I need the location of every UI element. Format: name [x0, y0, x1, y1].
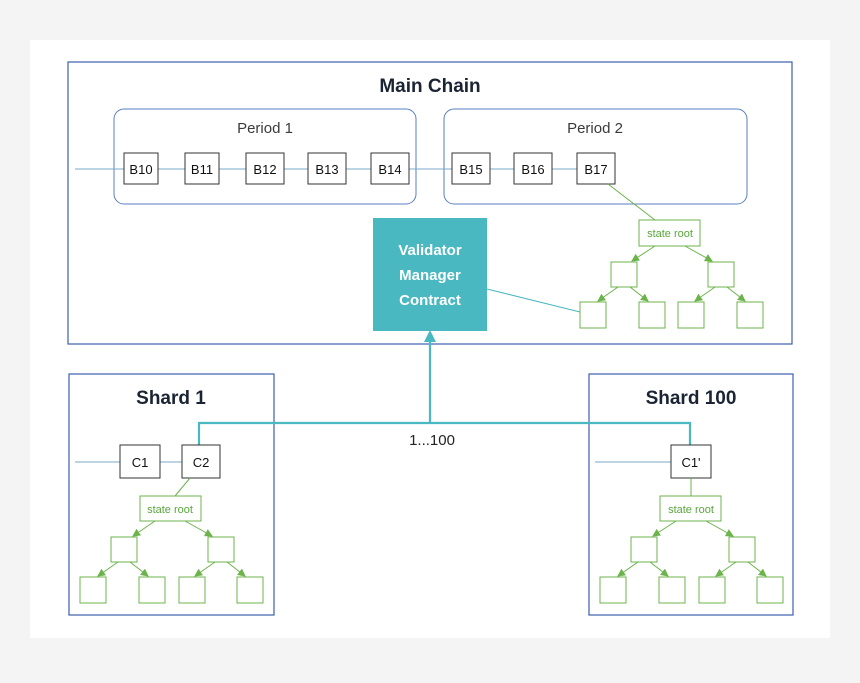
tree-node [707, 261, 735, 288]
c2-to-state-root [174, 477, 191, 497]
tree-edge [726, 286, 746, 302]
tree-edge [597, 286, 619, 302]
tree-edge [617, 561, 639, 577]
tree-leaf [638, 301, 666, 329]
block-b15 [451, 152, 491, 185]
block-c2-label: C2 [193, 455, 210, 470]
vmc-line-2: Manager [399, 267, 461, 284]
tree-edge [747, 561, 767, 577]
block-b10-label: B10 [129, 162, 152, 177]
shard-1-title: Shard 1 [136, 388, 206, 409]
tree-leaf [677, 301, 705, 329]
shard-1-state-tree [79, 477, 264, 604]
tree-edge [194, 561, 216, 577]
tree-leaf [756, 576, 784, 604]
block-c2 [181, 444, 221, 479]
tree-edge [129, 561, 149, 577]
block-b17-label: B17 [584, 162, 607, 177]
block-c1-prime-label: C1' [681, 455, 700, 470]
block-b17 [576, 152, 616, 185]
tree-leaf [236, 576, 264, 604]
vmc-to-state-tree [486, 288, 581, 313]
main-chain-title: Main Chain [379, 76, 480, 97]
block-c1-label: C1 [132, 455, 149, 470]
tree-edge [226, 561, 246, 577]
crosslink-connector [197, 330, 692, 445]
block-b12 [245, 152, 285, 185]
shard-count-label: 1...100 [409, 432, 455, 449]
tree-leaf [178, 576, 206, 604]
tree-node [110, 536, 138, 563]
shard-100-title: Shard 100 [646, 388, 737, 409]
shard-1-box [68, 373, 275, 616]
shard-link-line [197, 421, 692, 445]
tree-edge [652, 520, 677, 537]
tree-leaf [79, 576, 107, 604]
tree-node [630, 536, 658, 563]
tree-node [728, 536, 756, 563]
tree-edge [631, 245, 656, 262]
tree-edge [629, 286, 649, 302]
tree-edge [649, 561, 669, 577]
period-2-box [443, 108, 748, 205]
tree-leaf [736, 301, 764, 329]
tree-edge [715, 561, 737, 577]
block-b10 [123, 152, 159, 185]
validator-manager-contract [373, 218, 487, 331]
tree-edge [132, 520, 156, 537]
tree-edge [97, 561, 119, 577]
tree-node [610, 261, 638, 288]
shard-100-box [588, 373, 794, 616]
period-2-label: Period 2 [567, 120, 623, 137]
period-1-label: Period 1 [237, 120, 293, 137]
tree-leaf [138, 576, 166, 604]
block-b16-label: B16 [521, 162, 544, 177]
tree-edge [705, 520, 734, 537]
tree-leaf [579, 301, 607, 329]
block-b13-label: B13 [315, 162, 338, 177]
main-state-tree [579, 183, 764, 329]
tree-node [207, 536, 235, 563]
shard-100-state-root-label: state root [668, 504, 714, 516]
shard-1-state-root-box [139, 495, 202, 522]
period-1-box [113, 108, 417, 205]
block-b14 [370, 152, 410, 185]
tree-leaf [698, 576, 726, 604]
block-b13 [307, 152, 347, 185]
block-b11 [184, 152, 220, 185]
block-b16 [513, 152, 553, 185]
tree-edge [684, 245, 713, 262]
main-chain-blocks: B10 B11 B12 B13 B14 B15 B16 B17 [123, 152, 616, 185]
tree-leaf [658, 576, 686, 604]
block-b15-label: B15 [459, 162, 482, 177]
shard-100-state-tree [599, 478, 784, 604]
block-c1 [119, 444, 161, 479]
block-b11-label: B11 [191, 162, 213, 177]
b17-to-state-root [607, 183, 656, 221]
shard-100-state-root-box [659, 495, 722, 522]
block-c1-prime [670, 444, 712, 479]
block-b14-label: B14 [378, 162, 401, 177]
vmc-line-1: Validator [398, 242, 462, 259]
main-state-root-label: state root [647, 228, 693, 240]
tree-leaf [599, 576, 627, 604]
shard-1-state-root-label: state root [147, 504, 193, 516]
tree-edge [694, 286, 716, 302]
tree-edge [184, 520, 213, 537]
vmc-line-3: Contract [399, 292, 461, 309]
block-b12-label: B12 [253, 162, 276, 177]
main-state-root-box [638, 219, 701, 247]
